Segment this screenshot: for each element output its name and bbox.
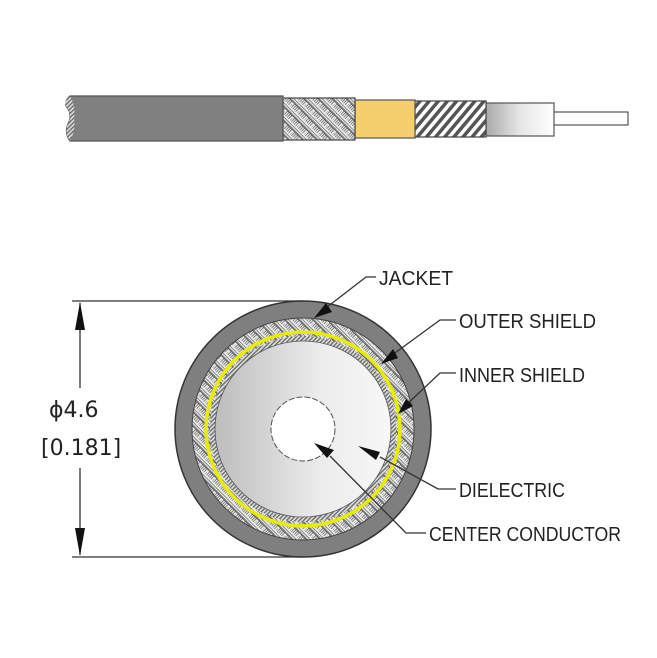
- arrow-up-icon: [75, 302, 85, 330]
- arrow-dielectric-icon: [358, 446, 380, 460]
- foil-ring: [204, 330, 402, 528]
- arrow-center-conductor-icon: [314, 443, 334, 458]
- label-dielectric: DIELECTRIC: [459, 480, 565, 502]
- diameter-mm: ϕ4.6: [49, 398, 99, 423]
- center-conductor-side: [552, 111, 629, 126]
- arrow-outer-shield-icon: [381, 349, 398, 364]
- outer-shield-side: [282, 97, 356, 141]
- foil-side: [354, 99, 416, 139]
- arrow-down-icon: [75, 528, 85, 556]
- leaders: [314, 276, 456, 534]
- label-inner-shield: INNER SHIELD: [459, 365, 585, 387]
- inner-shield-side: [414, 100, 487, 138]
- cable-side-view: [65, 95, 629, 142]
- label-jacket: JACKET: [379, 268, 453, 290]
- diameter-in: [0.181]: [41, 436, 121, 461]
- jacket-break-hatch: [65, 96, 75, 141]
- jacket-side: [65, 95, 284, 142]
- label-outer-shield: OUTER SHIELD: [459, 311, 596, 333]
- dielectric-side: [485, 102, 555, 137]
- arrow-inner-shield-icon: [398, 399, 413, 414]
- arrow-jacket-icon: [314, 303, 332, 318]
- label-center-conductor: CENTER CONDUCTOR: [429, 524, 621, 546]
- diameter-dimension: ϕ4.6 [0.181]: [40, 300, 303, 558]
